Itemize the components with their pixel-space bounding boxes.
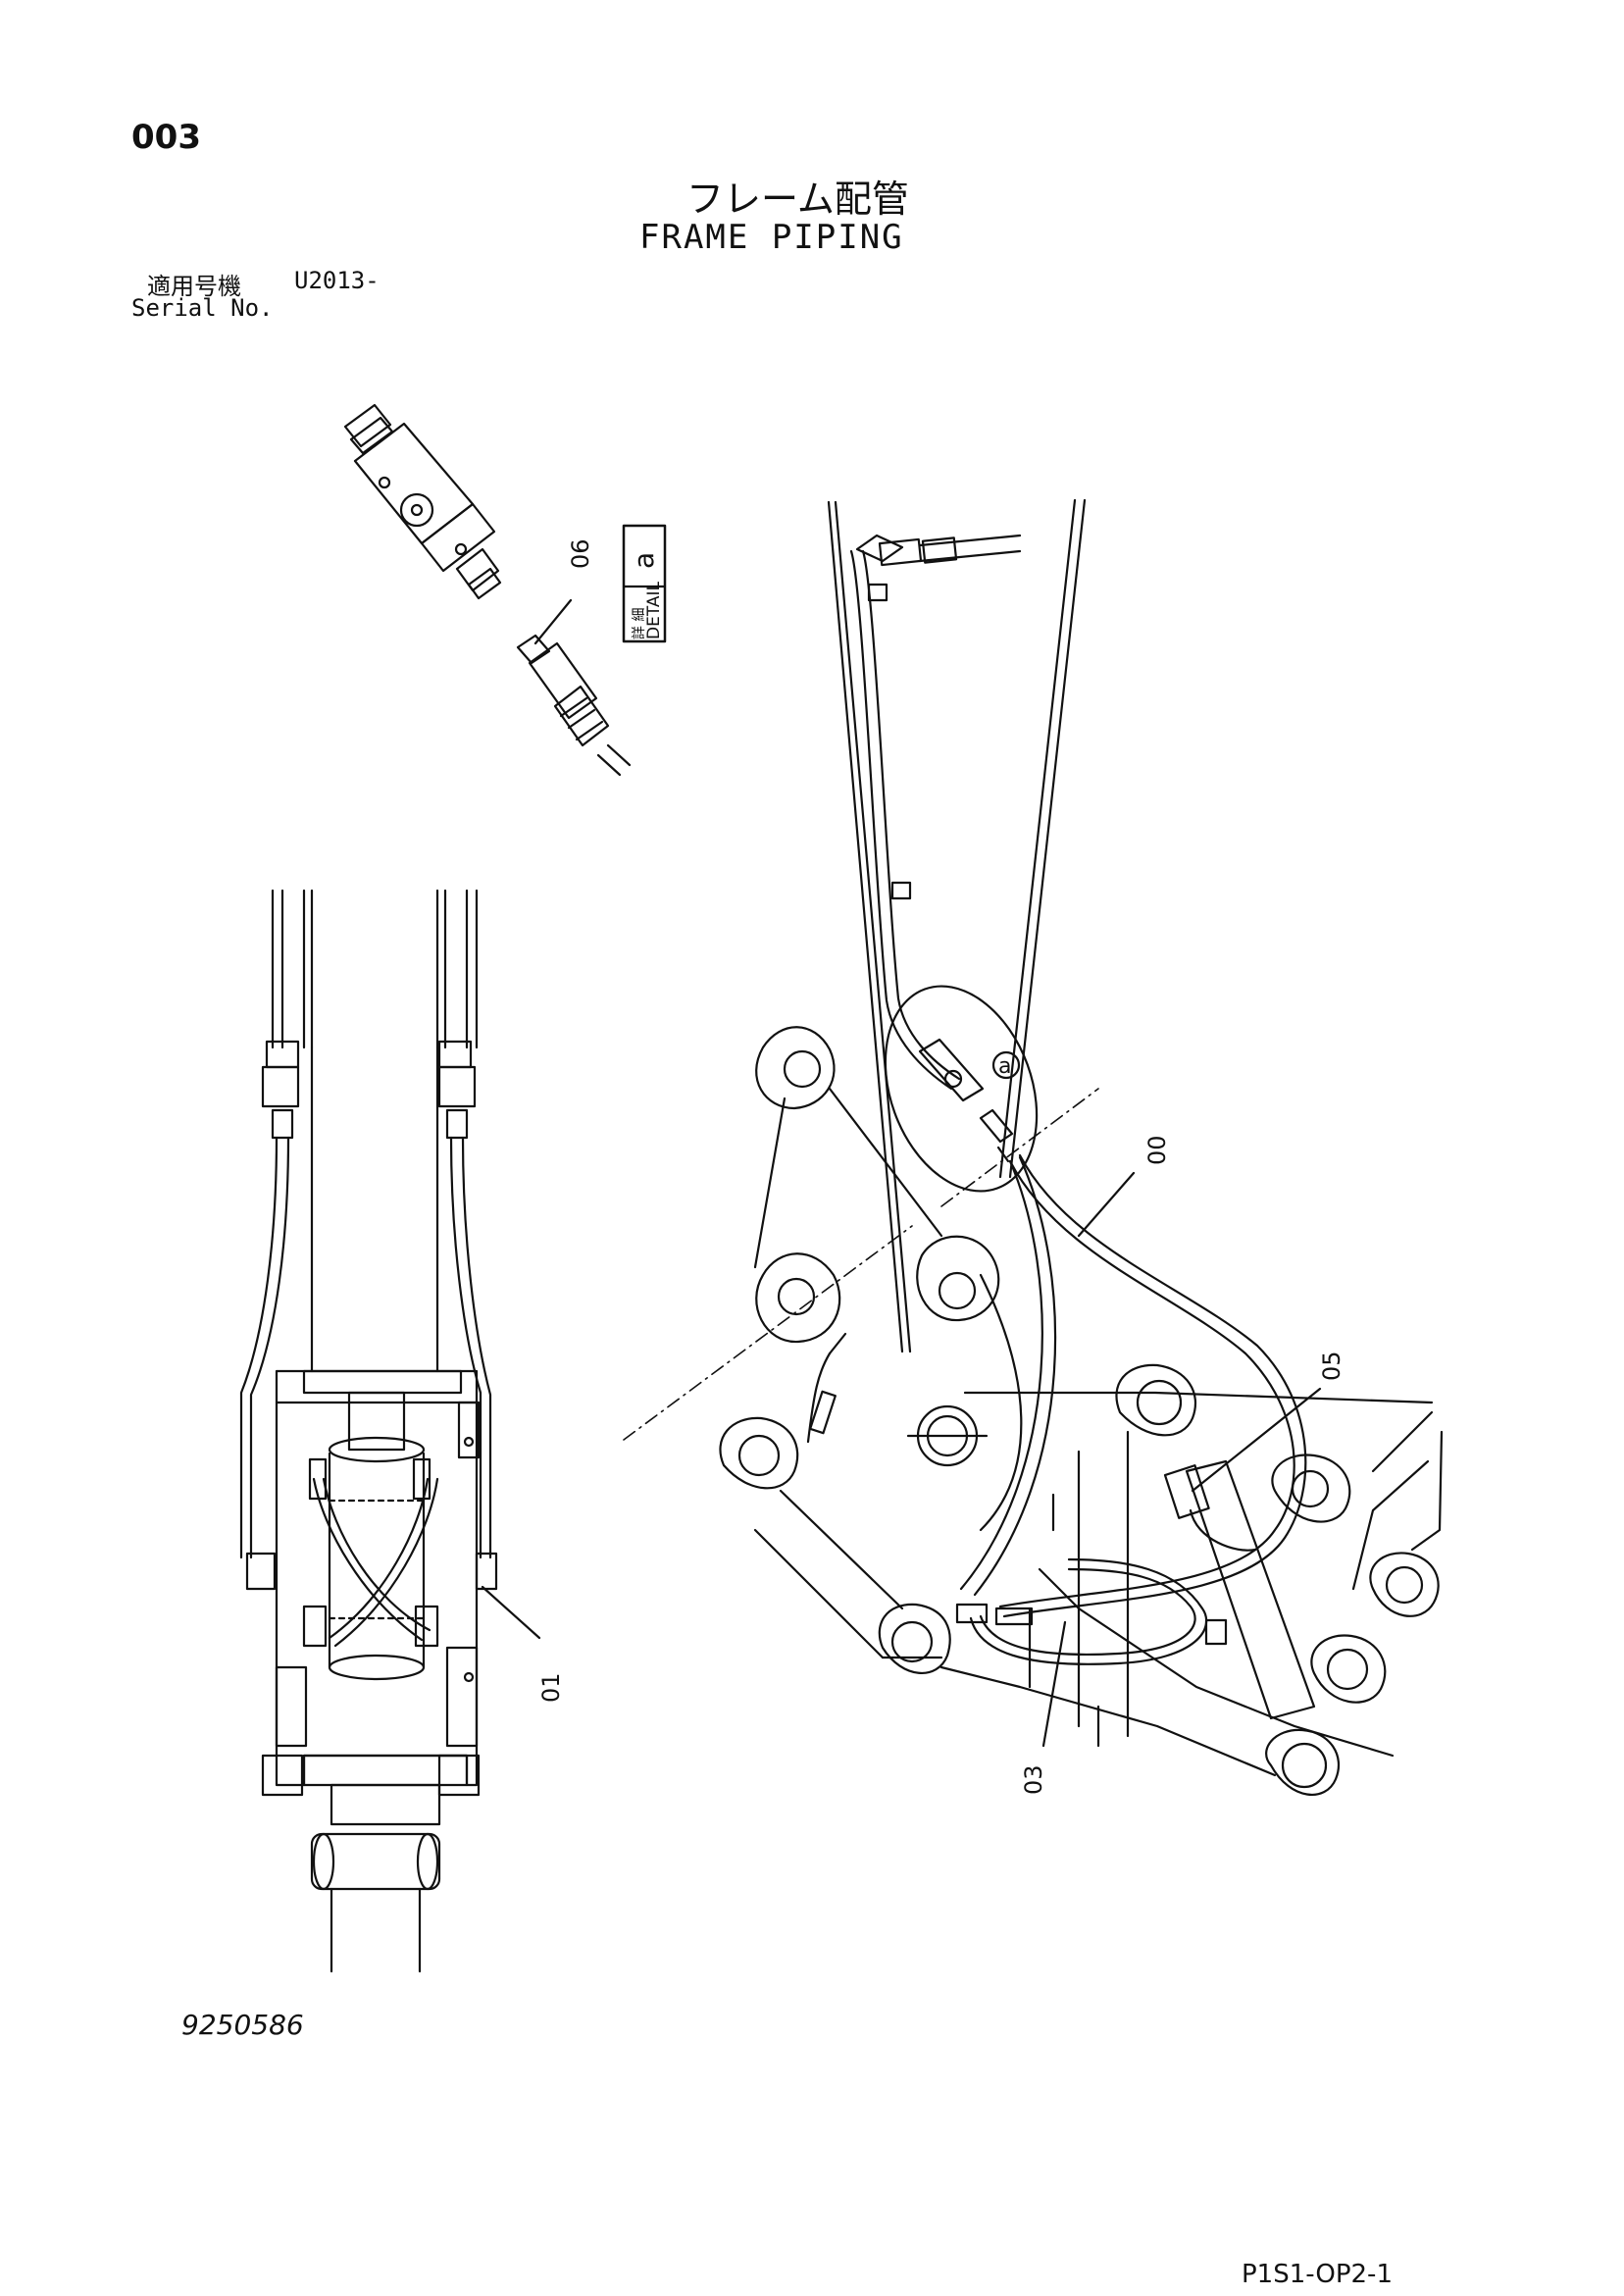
serial-label: Serial No.: [131, 294, 274, 322]
callout-05: 05: [1318, 1351, 1345, 1381]
page-title-japanese: フレーム配管: [686, 178, 909, 221]
detail-box-label-en: DETAIL: [644, 581, 664, 639]
detail-box-label-jp: 詳 細: [632, 608, 647, 639]
boom-top-view: [239, 889, 498, 1973]
callout-00-leader: [1077, 1171, 1136, 1238]
callout-06: 06: [567, 538, 594, 569]
callout-06-leader: [533, 598, 573, 645]
callout-a-circle-label: a: [998, 1054, 1011, 1079]
drawing-number: 9250586: [181, 2009, 304, 2041]
construction-line: [623, 1088, 1099, 1441]
callout-05-leader: [1191, 1387, 1322, 1493]
callout-01-leader: [481, 1585, 541, 1640]
detail-box-letter: a: [628, 552, 660, 569]
serial-number-value: U2013-: [294, 267, 380, 294]
callout-00: 00: [1143, 1135, 1171, 1165]
callout-03: 03: [1020, 1764, 1047, 1795]
serial-label-japanese: 適用号機: [147, 273, 241, 300]
page-number: 003: [131, 118, 201, 157]
page-title: FRAME PIPING: [639, 218, 904, 257]
detail-box: [622, 524, 667, 643]
boom-side-view: [719, 498, 1444, 1796]
callout-03-leader: [1041, 1620, 1067, 1748]
callout-01: 01: [537, 1672, 565, 1703]
detail-valve-illustration: [343, 403, 632, 777]
page-code: P1S1-OP2-1: [1242, 2260, 1393, 2289]
